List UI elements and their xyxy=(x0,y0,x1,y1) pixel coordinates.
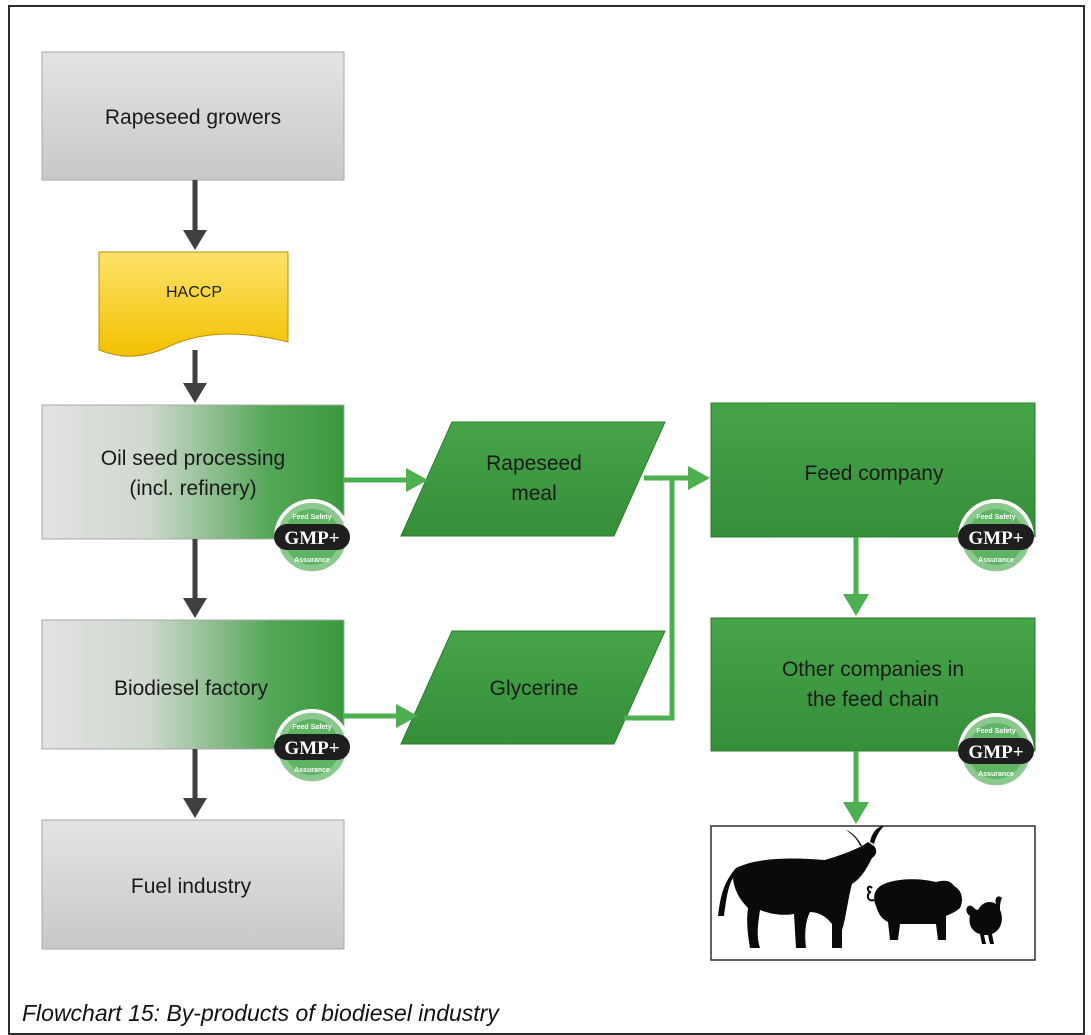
gmp-badge-middle-text: GMP+ xyxy=(284,738,339,759)
gmp-badge-bottom-text: Assurance xyxy=(294,767,330,774)
other-companies-label-line2: the feed chain xyxy=(807,688,939,711)
gmp-badge-top-text: Feed Safety xyxy=(976,728,1015,735)
arrow-biodiesel-to-fuel xyxy=(183,749,207,818)
arrow-haccp-to-oilseed xyxy=(183,350,207,403)
feed-company-label: Feed company xyxy=(805,462,944,485)
gmp-badge-middle-text: GMP+ xyxy=(968,528,1023,549)
gmp-badge-top-text: Feed Safety xyxy=(292,724,331,731)
haccp-label: HACCP xyxy=(166,284,222,301)
rapeseed-meal-label-line1: Rapeseed xyxy=(486,452,582,475)
cow-icon xyxy=(718,826,884,948)
gmp-badge-top-text: Feed Safety xyxy=(292,514,331,521)
rapeseed-meal-label-line2: meal xyxy=(511,482,557,505)
gmp-badge-other-companies: Feed Safety GMP+ Assurance xyxy=(957,712,1035,790)
arrow-growers-to-haccp xyxy=(183,180,207,250)
animals-box xyxy=(710,825,1036,961)
gmp-badge-feed-company: Feed Safety GMP+ Assurance xyxy=(957,498,1035,576)
gmp-badge-oilseed: Feed Safety GMP+ Assurance xyxy=(273,498,351,576)
gmp-badge-top-text: Feed Safety xyxy=(976,514,1015,521)
arrow-meal-glycerine-to-feed-company xyxy=(624,466,710,721)
biodiesel-factory-box: Biodiesel factory xyxy=(41,619,345,750)
gmp-badge-bottom-text: Assurance xyxy=(294,557,330,564)
gmp-badge-middle-text: GMP+ xyxy=(968,742,1023,763)
rooster-icon xyxy=(966,896,1002,944)
gmp-badge-bottom-text: Assurance xyxy=(978,557,1014,564)
biodiesel-factory-label: Biodiesel factory xyxy=(114,677,269,700)
gmp-badge-bottom-text: Assurance xyxy=(978,771,1014,778)
fuel-industry-label: Fuel industry xyxy=(131,875,252,898)
figure-caption: Flowchart 15: By-products of biodiesel i… xyxy=(22,1000,499,1026)
haccp-document-shape: HACCP xyxy=(98,251,289,357)
gmp-badge-biodiesel: Feed Safety GMP+ Assurance xyxy=(273,708,351,786)
pig-icon xyxy=(866,879,962,940)
fuel-industry-box: Fuel industry xyxy=(41,819,345,950)
arrow-oilseed-to-biodiesel xyxy=(183,539,207,618)
arrow-other-companies-to-animals xyxy=(843,751,869,824)
gmp-badge-middle-text: GMP+ xyxy=(284,528,339,549)
glycerine-parallelogram: Glycerine xyxy=(400,630,666,745)
arrow-oilseed-to-meal xyxy=(344,468,428,492)
oil-seed-processing-label-line2: (incl. refinery) xyxy=(129,477,256,500)
arrow-feed-to-other-companies xyxy=(843,537,869,616)
rapeseed-growers-box: Rapeseed growers xyxy=(41,51,345,181)
other-companies-label-line1: Other companies in xyxy=(782,658,964,681)
arrow-biodiesel-to-glycerine xyxy=(344,704,418,728)
glycerine-label: Glycerine xyxy=(490,677,579,700)
rapeseed-meal-parallelogram: Rapeseed meal xyxy=(400,421,666,537)
rapeseed-growers-label: Rapeseed growers xyxy=(105,106,281,129)
oil-seed-processing-label-line1: Oil seed processing xyxy=(101,447,285,470)
